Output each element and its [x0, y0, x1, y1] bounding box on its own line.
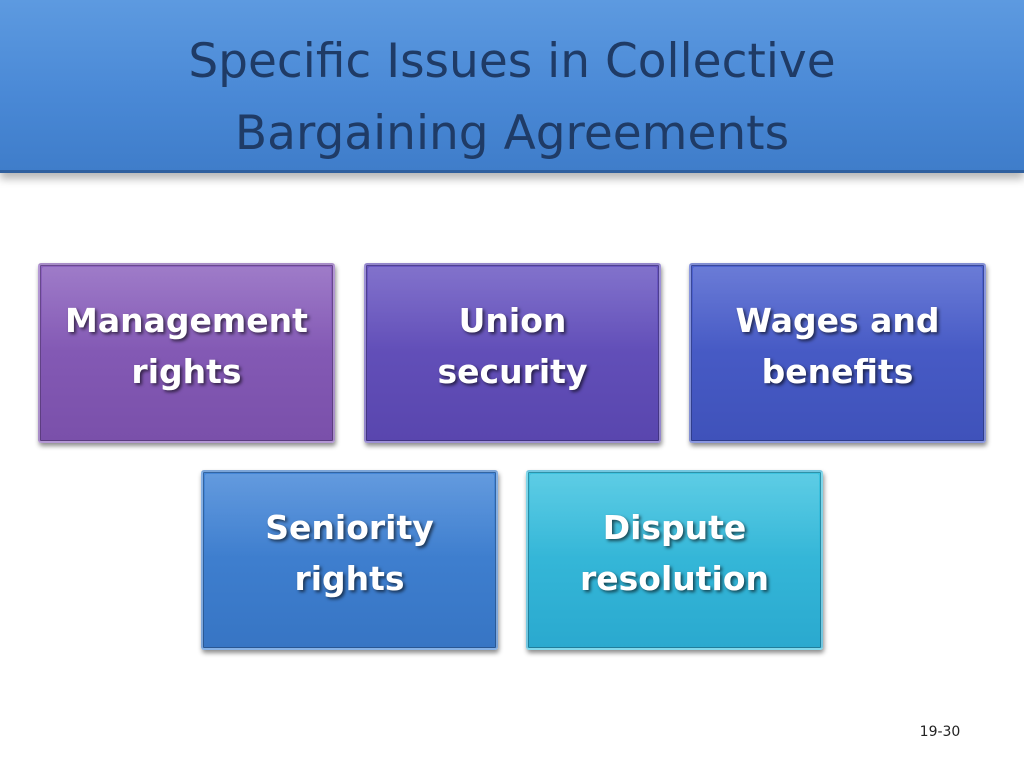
box-management-rights: Management rights: [38, 263, 335, 443]
title-bar: Specific Issues in Collective Bargaining…: [0, 0, 1024, 173]
slide-title-line-2: Bargaining Agreements: [234, 106, 790, 161]
slide-title: Specific Issues in Collective Bargaining…: [0, 26, 1024, 170]
box-union-security: Union security: [364, 263, 661, 443]
box-label-line-1: Seniority: [265, 508, 434, 547]
box-label-line-1: Dispute: [602, 508, 747, 547]
box-label-line-2: rights: [131, 352, 242, 391]
box-label-line-2: rights: [294, 559, 405, 598]
box-label: Wages and benefits: [729, 295, 945, 397]
slide-title-line-1: Specific Issues in Collective: [188, 34, 836, 89]
box-label: Union security: [432, 295, 594, 397]
box-label: Dispute resolution: [574, 502, 775, 604]
slide-number: 19-30: [919, 724, 961, 740]
box-label-line-2: security: [437, 352, 588, 391]
box-label-line-1: Management: [65, 301, 308, 340]
box-label-line-1: Union: [458, 301, 567, 340]
box-wages-and-benefits: Wages and benefits: [689, 263, 986, 443]
box-dispute-resolution: Dispute resolution: [526, 470, 823, 650]
box-label: Seniority rights: [259, 502, 440, 604]
box-label-line-2: benefits: [761, 352, 914, 391]
box-seniority-rights: Seniority rights: [201, 470, 498, 650]
box-label-line-2: resolution: [579, 559, 770, 598]
box-label: Management rights: [59, 295, 314, 397]
box-label-line-1: Wages and: [735, 301, 940, 340]
